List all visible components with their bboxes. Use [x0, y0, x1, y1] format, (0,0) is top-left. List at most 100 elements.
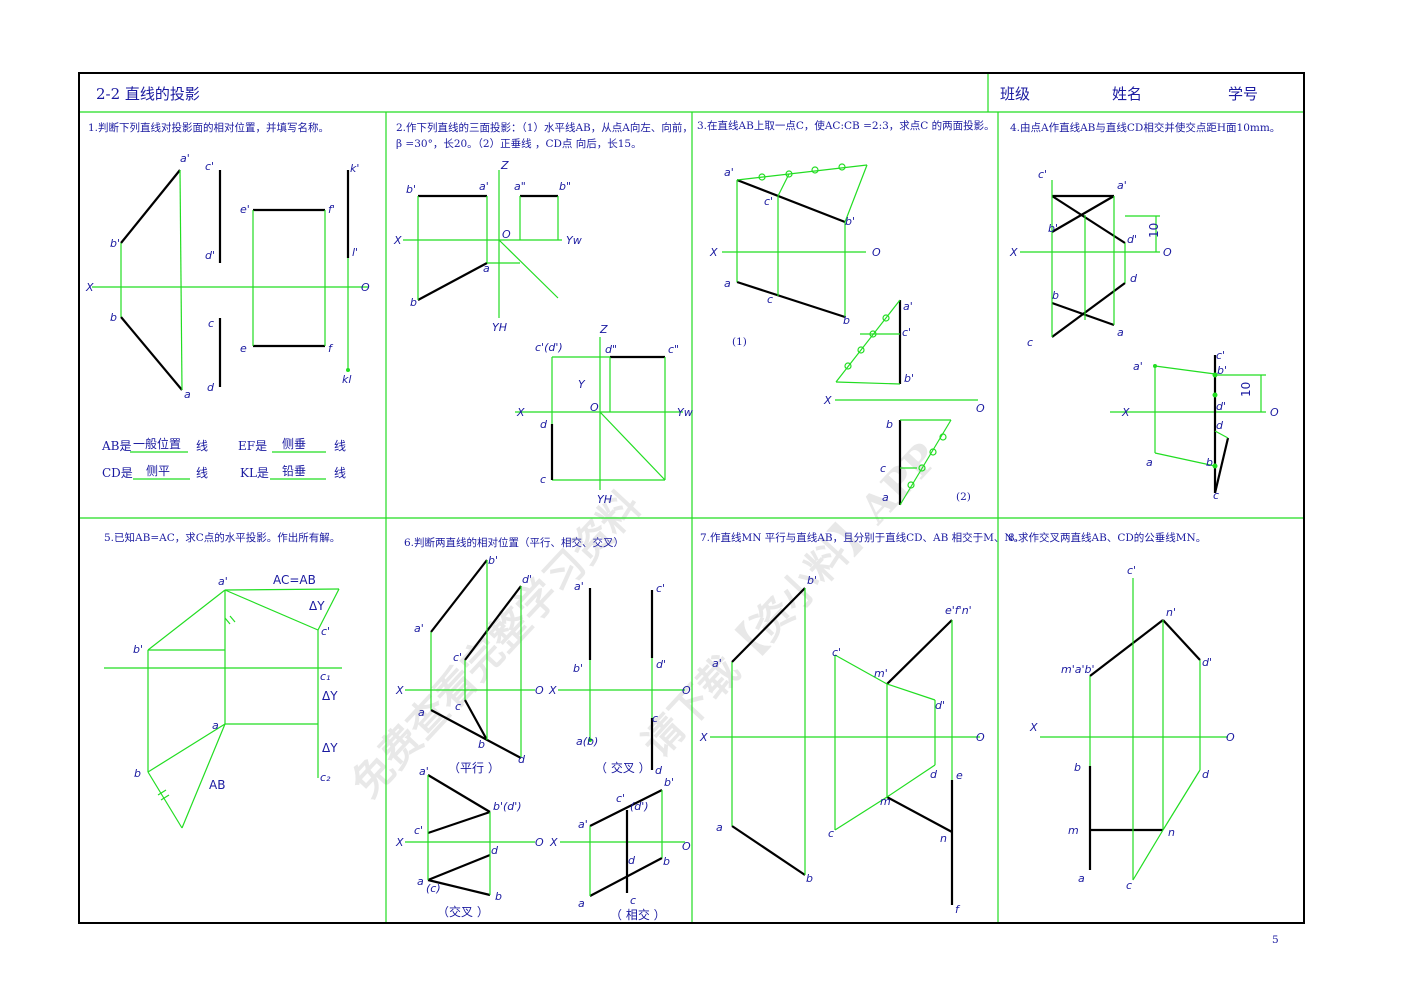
q3-mark-2: (2): [956, 491, 971, 503]
svg-text:b: b: [1052, 289, 1059, 302]
svg-text:b': b': [110, 237, 120, 250]
q1-suffix-3: 线: [196, 466, 208, 480]
svg-text:c': c': [414, 824, 423, 837]
svg-text:a': a': [724, 166, 734, 179]
q2-text-line2: β =30°，长20。（2）正垂线 ，CD点 向后，长15。: [396, 137, 642, 150]
svg-text:a': a': [479, 180, 489, 193]
svg-text:O: O: [590, 401, 599, 414]
svg-text:b': b': [1048, 222, 1058, 235]
svg-text:O: O: [682, 684, 691, 697]
svg-text:n: n: [1168, 826, 1175, 839]
svg-text:c₂: c₂: [320, 771, 331, 784]
svg-text:X: X: [1009, 246, 1018, 259]
svg-text:d': d': [1216, 400, 1226, 413]
svg-text:YH: YH: [597, 493, 612, 506]
svg-text:X: X: [395, 836, 404, 849]
svg-text:O: O: [535, 684, 544, 697]
svg-text:b': b': [133, 643, 143, 656]
svg-text:a": a": [514, 180, 526, 193]
svg-text:b': b': [807, 574, 817, 587]
q3-mark-1: (1): [732, 336, 747, 348]
svg-text:b: b: [1074, 761, 1081, 774]
svg-text:a(b): a(b): [576, 735, 598, 748]
page-title: 2-2 直线的投影: [96, 85, 200, 103]
q5-dy-2: ΔY: [322, 689, 338, 703]
svg-text:Z: Z: [599, 323, 608, 336]
svg-text:a: a: [417, 875, 424, 888]
svg-text:c': c': [453, 651, 462, 664]
svg-text:a: a: [1117, 326, 1124, 339]
svg-text:b': b': [845, 215, 855, 228]
svg-text:d': d': [935, 699, 945, 712]
svg-text:Yw: Yw: [566, 234, 582, 247]
svg-text:b: b: [886, 418, 893, 431]
q6-answer-2: （ 交叉 ）: [595, 760, 651, 775]
svg-text:c": c": [668, 343, 679, 356]
svg-text:a: a: [1146, 456, 1153, 469]
svg-text:e: e: [240, 342, 247, 355]
svg-text:b: b: [410, 296, 417, 309]
svg-text:c: c: [1126, 879, 1132, 892]
svg-text:b: b: [806, 872, 813, 885]
q5-ac-ab: AC=AB: [273, 573, 316, 587]
svg-text:O: O: [976, 402, 985, 415]
svg-text:b': b': [904, 372, 914, 385]
svg-text:b: b: [110, 311, 117, 324]
svg-text:c: c: [767, 293, 773, 306]
svg-text:b': b': [488, 554, 498, 567]
q5-dy-1: ΔY: [309, 599, 325, 613]
svg-text:c': c': [656, 582, 665, 595]
svg-text:c': c': [616, 792, 625, 805]
svg-text:a': a': [1133, 360, 1143, 373]
student-id-label: 学号: [1228, 85, 1258, 103]
svg-text:a': a': [712, 657, 722, 670]
q1-kl-answer: 铅垂: [282, 464, 306, 478]
svg-text:c': c': [902, 326, 911, 339]
svg-text:c: c: [1027, 336, 1033, 349]
question-5: 5.已知AB=AC，求C点的水平投影。作出所有解。 a'b' c'a b c₁c…: [104, 531, 342, 829]
svg-text:d: d: [207, 381, 215, 394]
svg-text:c': c': [321, 625, 330, 638]
q6-text: 6.判断两直线的相对位置（平行、相交、交叉）: [404, 536, 624, 549]
svg-text:X: X: [395, 684, 404, 697]
svg-text:a: a: [418, 706, 425, 719]
q5-dy-3: ΔY: [322, 741, 338, 755]
svg-text:O: O: [872, 246, 881, 259]
q7-text: 7.作直线MN 平行与直线AB，且分别于直线CD、AB 相交于M、N。: [700, 531, 1024, 544]
svg-text:b': b': [406, 183, 416, 196]
svg-text:n': n': [1166, 606, 1176, 619]
q4-text: 4.由点A作直线AB与直线CD相交并使交点距H面10mm。: [1010, 121, 1280, 134]
svg-text:e'f'n': e'f'n': [945, 604, 972, 617]
svg-text:b': b': [1217, 364, 1227, 377]
q1-kl-prefix: KL是: [240, 466, 269, 480]
svg-text:O: O: [502, 228, 511, 241]
q4-dim-2: 10: [1239, 382, 1253, 397]
svg-text:c: c: [828, 827, 834, 840]
svg-text:b': b': [573, 662, 583, 675]
svg-text:O: O: [535, 836, 544, 849]
outer-frame: [78, 72, 1305, 924]
svg-text:c: c: [630, 894, 636, 907]
q3-text: 3.在直线AB上取一点C，使AC:CB =2:3，求点C 的两面投影。: [697, 119, 995, 132]
svg-text:d: d: [540, 418, 548, 431]
svg-text:b': b': [664, 776, 674, 789]
svg-text:e: e: [956, 769, 963, 782]
question-2: 2.作下列直线的三面投影：（1）水平线AB，从点A向左、向前， β =30°，长…: [393, 121, 693, 506]
svg-text:m: m: [1068, 824, 1079, 837]
svg-text:X: X: [709, 246, 718, 259]
svg-text:m': m': [874, 667, 888, 680]
svg-text:a': a': [180, 152, 190, 165]
svg-text:a: a: [882, 491, 889, 504]
svg-text:X: X: [85, 281, 94, 294]
svg-text:f: f: [328, 342, 334, 355]
svg-text:X: X: [516, 406, 525, 419]
svg-text:X: X: [1121, 406, 1130, 419]
svg-text:a': a': [218, 575, 228, 588]
class-label: 班级: [1000, 85, 1030, 103]
svg-text:c: c: [652, 712, 658, 725]
svg-text:m: m: [880, 795, 891, 808]
svg-text:b: b: [843, 314, 850, 327]
svg-text:O: O: [1163, 246, 1172, 259]
